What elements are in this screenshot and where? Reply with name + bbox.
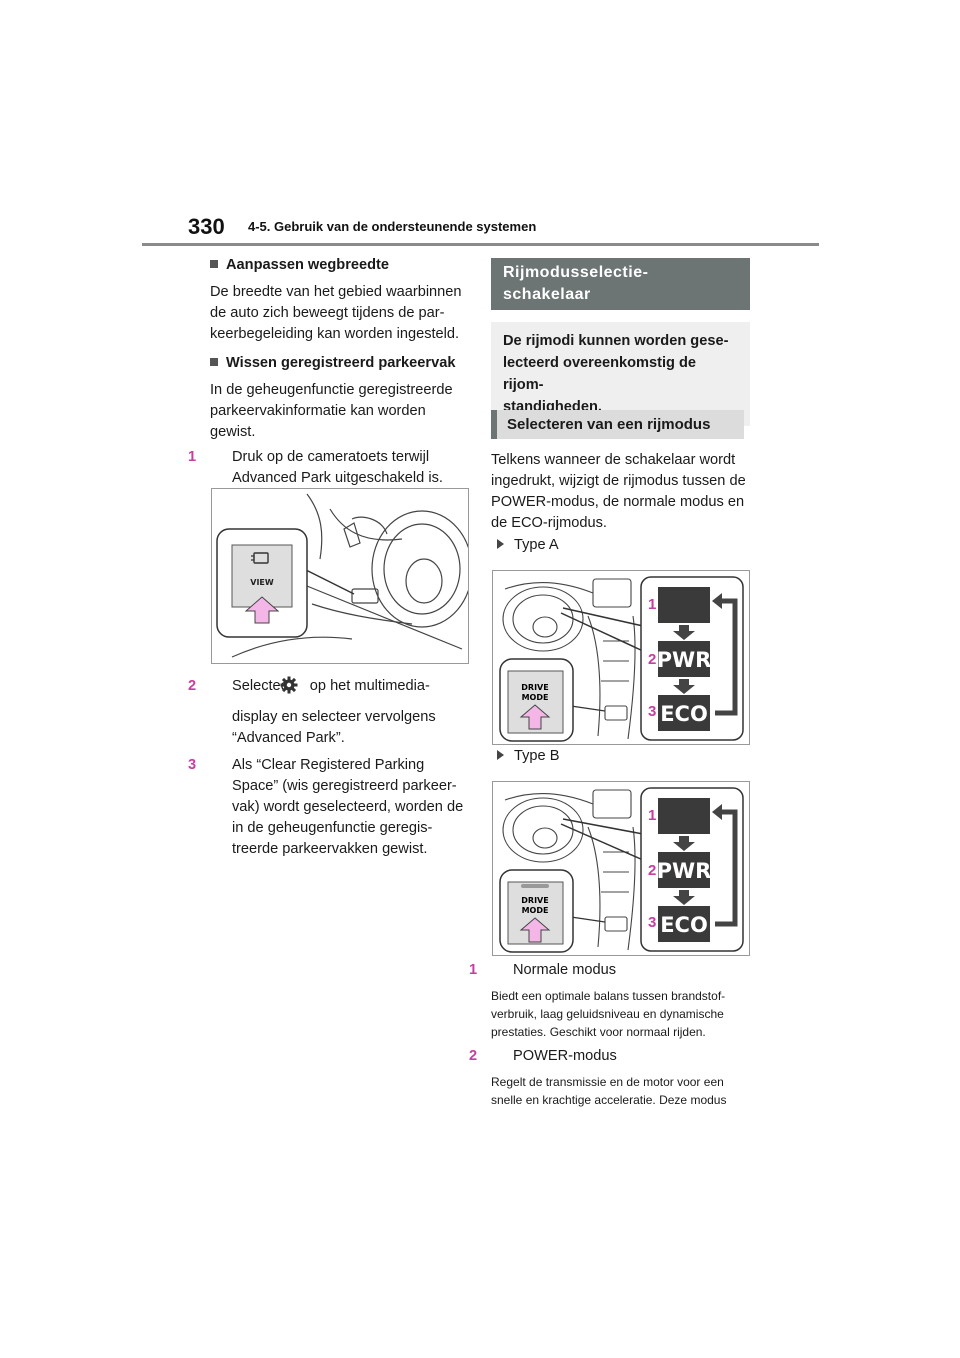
heading-clear-parking: Wissen geregistreerd parkeervak <box>210 353 470 374</box>
figure-type-b: DRIVE MODE 1 2 3 PWR ECO <box>492 781 750 956</box>
section-banner: Rijmodusselectie- schakelaar <box>491 258 750 310</box>
normal-mode-display <box>658 587 710 623</box>
triangle-bullet-icon <box>497 539 504 549</box>
drive-mode-label-1: DRIVE <box>521 683 548 692</box>
drive-mode-label-2: MODE <box>522 906 549 915</box>
intro-box: De rijmodi kunnen worden gese- lecteerd … <box>491 322 750 426</box>
drive-mode-label-2: MODE <box>522 693 549 702</box>
chapter-title: 4-5. Gebruik van de ondersteunende syste… <box>248 219 537 234</box>
mode-1-description: Biedt een optimale balans tussen brandst… <box>491 989 726 1039</box>
sub-banner: Selecteren van een rijmodus <box>491 410 744 439</box>
pwr-label: PWR <box>657 648 712 672</box>
press-arrow-icon <box>244 596 280 624</box>
left-column: Aanpassen wegbreedte De breedte van het … <box>188 255 470 489</box>
step-2-continued: display en selecteer vervolgens “Advance… <box>232 709 436 746</box>
header-divider <box>142 243 819 246</box>
square-bullet-icon <box>210 358 218 366</box>
eco-label: ECO <box>660 702 708 726</box>
mode-number-1: 1 <box>648 807 656 824</box>
paragraph-clear-parking: In de geheugenfunctie geregistreerde par… <box>210 382 453 440</box>
cycle-arrow-icon <box>715 809 738 927</box>
paragraph-road-width: De breedte van het gebied waarbinnen de … <box>210 284 462 342</box>
down-arrow-icon <box>673 679 695 694</box>
view-button-label: VIEW <box>250 578 274 587</box>
drive-mode-illustration-b: DRIVE MODE 1 2 3 PWR ECO <box>499 787 744 953</box>
page-number: 330 <box>188 214 225 239</box>
mode-number-3: 3 <box>648 703 656 720</box>
dashboard-illustration: VIEW <box>216 493 473 658</box>
pwr-mode-display <box>658 641 710 677</box>
figure-type-a: DRIVE MODE 1 2 3 PWR ECO <box>492 570 750 745</box>
press-arrow-icon <box>519 917 551 943</box>
down-arrow-icon <box>673 890 695 905</box>
pwr-mode-display <box>658 852 710 888</box>
press-arrow-icon <box>519 704 551 730</box>
cycle-arrow-icon <box>715 598 738 716</box>
drive-mode-label-1: DRIVE <box>521 896 548 905</box>
pwr-label: PWR <box>657 859 712 883</box>
down-arrow-icon <box>673 836 695 851</box>
mode-number-3: 3 <box>648 914 656 931</box>
mode-2-description: Regelt de transmissie en de motor voor e… <box>491 1075 727 1107</box>
triangle-bullet-icon <box>497 750 504 760</box>
heading-road-width: Aanpassen wegbreedte <box>210 255 470 276</box>
normal-mode-display <box>658 798 710 834</box>
mode-number-2: 2 <box>648 651 656 668</box>
mode-number-2: 2 <box>648 862 656 879</box>
eco-label: ECO <box>660 913 708 937</box>
figure-camera-button: VIEW <box>211 488 473 664</box>
type-b-label: Type B <box>497 746 559 767</box>
mode-number-1: 1 <box>648 596 656 613</box>
drive-mode-illustration-a: DRIVE MODE 1 2 3 PWR ECO <box>499 576 744 742</box>
right-paragraph: Telkens wanneer de schakelaar wordt inge… <box>491 452 746 531</box>
square-bullet-icon <box>210 260 218 268</box>
eco-mode-display <box>658 695 710 731</box>
type-a-label: Type A <box>497 535 559 556</box>
down-arrow-icon <box>673 625 695 640</box>
eco-mode-display <box>658 906 710 942</box>
